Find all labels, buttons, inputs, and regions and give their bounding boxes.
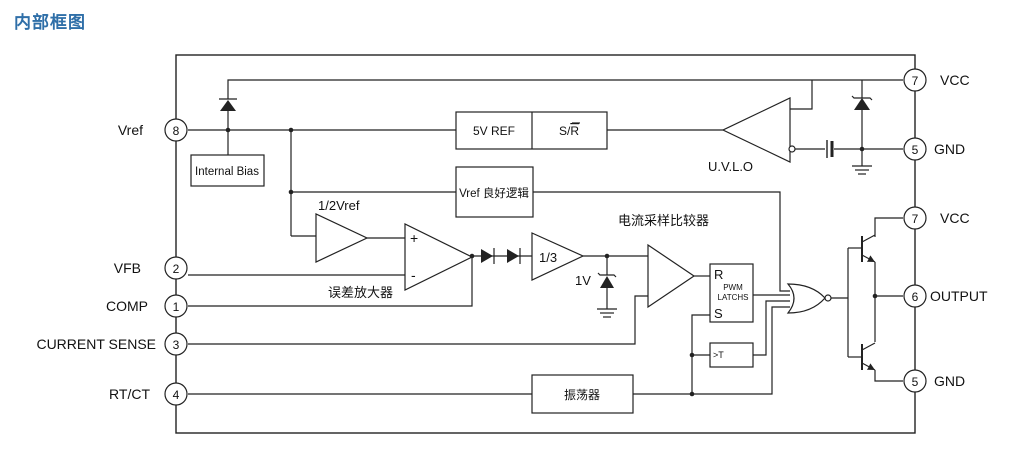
pin-vfb-label: VFB: [114, 260, 141, 276]
pin-gnd-top: 5 GND: [903, 137, 965, 161]
zener-1v: [597, 256, 617, 318]
pin-vfb: 2 VFB: [114, 256, 188, 280]
svg-text:1: 1: [173, 300, 180, 314]
svg-text:5: 5: [912, 143, 919, 157]
internal-bias-label: Internal Bias: [195, 166, 259, 178]
ea-minus: -: [411, 267, 416, 283]
error-amp-label: 误差放大器: [328, 286, 393, 301]
oscillator-label: 振荡器: [564, 388, 600, 402]
vref-good-logic-label: Vref 良好逻辑: [459, 186, 529, 200]
pin-rtct-label: RT/CT: [109, 386, 150, 402]
uvlo-label: U.V.L.O: [708, 159, 753, 174]
divider-third-label: 1/3: [539, 250, 557, 265]
pin-comp: 1 COMP: [106, 294, 188, 318]
nor-gate: [786, 248, 849, 357]
half-vref-label: 1/2Vref: [318, 198, 360, 213]
half-vref-buffer: [315, 213, 369, 263]
pin-output-label: OUTPUT: [930, 288, 988, 304]
sr-label: S/R: [559, 124, 579, 138]
svg-text:6: 6: [912, 290, 919, 304]
divider-third: [531, 232, 585, 281]
pin-vcc-out-label: VCC: [940, 210, 970, 226]
pin-vcc-top: 7 VCC: [903, 68, 970, 92]
pin-gnd-top-label: GND: [934, 141, 965, 157]
latch-s: S: [714, 306, 723, 321]
svg-text:8: 8: [173, 124, 180, 138]
pin-cs-label: CURRENT SENSE: [36, 336, 156, 352]
pin-vcc-out: 7 VCC: [903, 206, 970, 230]
chip-outline: [175, 54, 916, 434]
pin-gnd-out-label: GND: [934, 373, 965, 389]
vcc-diode-left: [219, 98, 237, 130]
svg-text:5: 5: [912, 375, 919, 389]
pin-vref-label: Vref: [118, 122, 143, 138]
one-volt-label: 1V: [575, 273, 591, 288]
pin-current-sense: 3 CURRENT SENSE: [36, 332, 188, 356]
pin-output: 6 OUTPUT: [903, 284, 988, 308]
ref5v-label: 5V REF: [473, 124, 515, 138]
svg-text:4: 4: [173, 388, 180, 402]
diagram-title: 内部框图: [14, 13, 86, 33]
pin-vref: 8 Vref: [118, 118, 188, 142]
svg-text:7: 7: [912, 74, 919, 88]
toggle-label: >T: [713, 350, 724, 360]
cs-comparator: [647, 243, 696, 309]
pin-vcc-top-label: VCC: [940, 72, 970, 88]
internal-bias-box: [190, 154, 265, 187]
output-stage: [848, 217, 903, 382]
error-amplifier: [404, 223, 474, 291]
pin-gnd-out: 5 GND: [903, 369, 965, 393]
pwm-latch-box: [709, 263, 754, 323]
svg-text:7: 7: [912, 212, 919, 226]
pin-comp-label: COMP: [106, 298, 148, 314]
latch-name-1: PWM: [723, 283, 743, 292]
pin-rtct: 4 RT/CT: [109, 382, 188, 406]
svg-text:3: 3: [173, 338, 180, 352]
toggle-ff-box: [709, 342, 754, 368]
latch-r: R: [714, 267, 723, 282]
ea-diodes: [481, 248, 521, 264]
oscillator-box: [531, 374, 634, 414]
vcc-rail: [227, 79, 903, 110]
latch-name-2: LATCHS: [718, 293, 749, 302]
cs-comparator-label: 电流采样比较器: [618, 214, 709, 229]
ea-plus: +: [410, 230, 418, 246]
uvlo-comparator: [721, 97, 903, 163]
svg-text:2: 2: [173, 262, 180, 276]
vcc-zener-right: [851, 95, 873, 175]
